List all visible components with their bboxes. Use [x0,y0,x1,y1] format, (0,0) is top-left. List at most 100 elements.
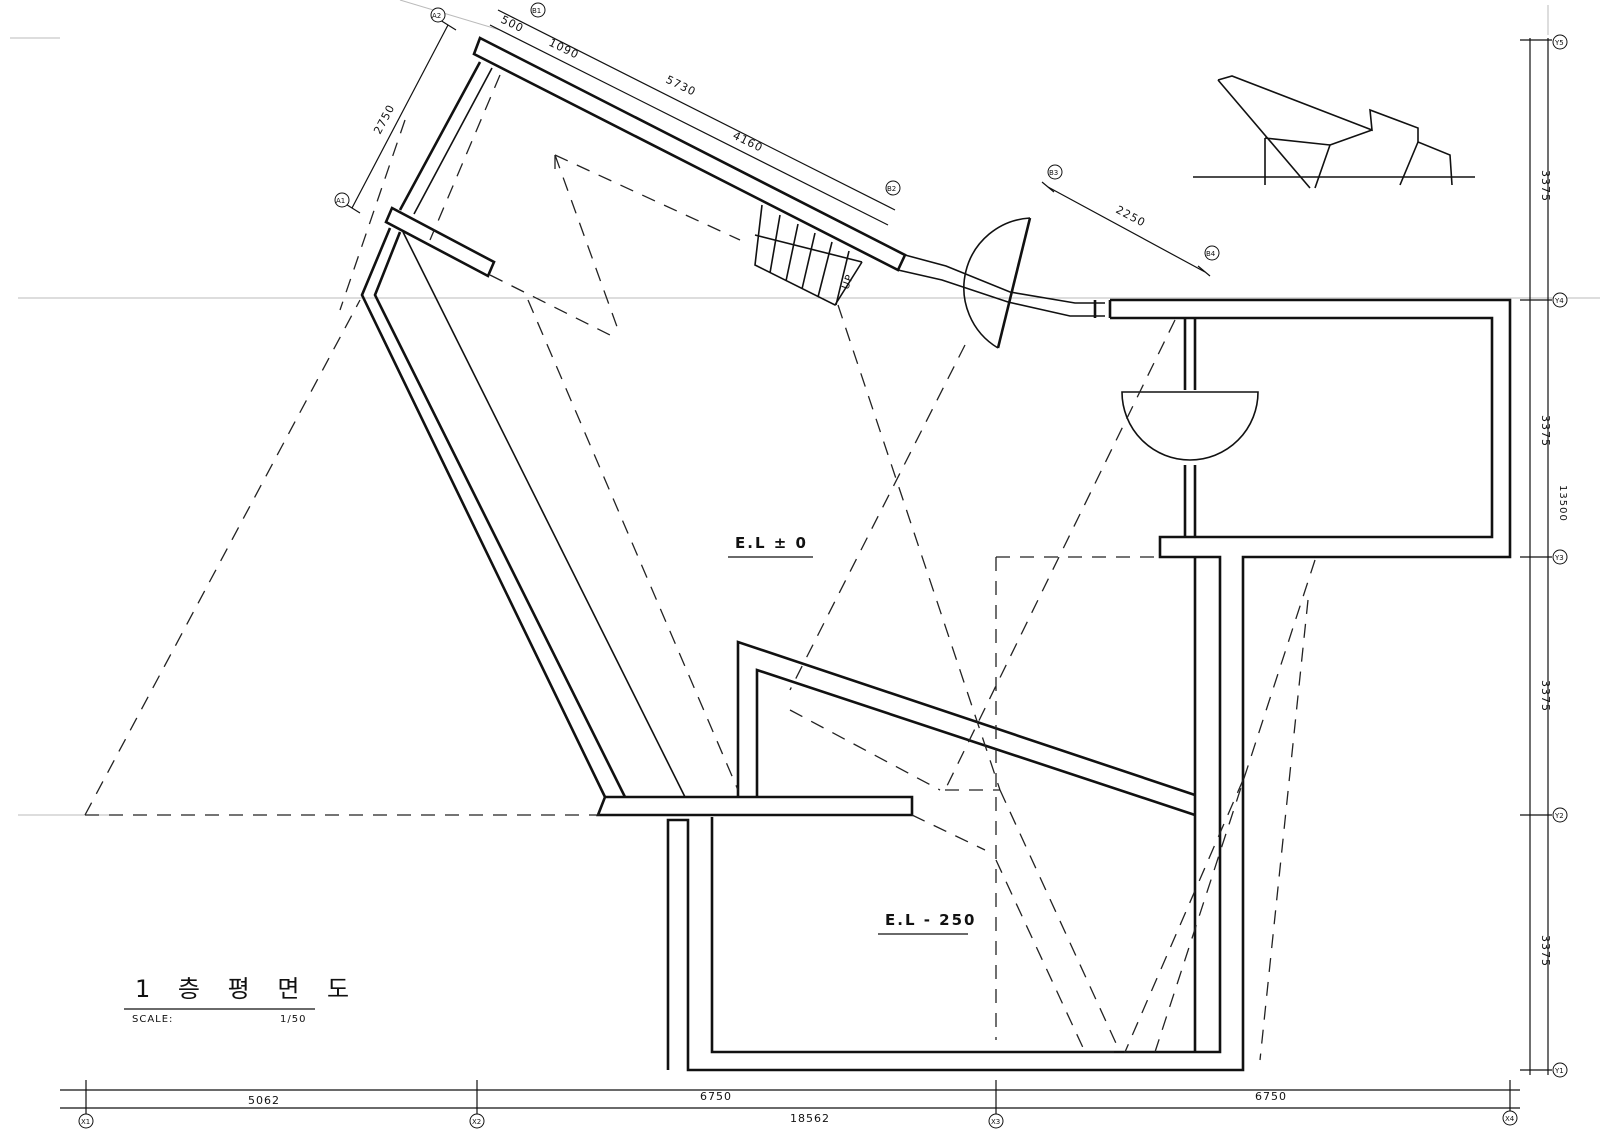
dim-top-3: 5730 [664,73,698,99]
grid-label-b3: B3 [1049,169,1058,177]
dash-line [999,789,1121,1053]
stair: UP [754,204,863,307]
wall-connector-bottom [897,269,1105,317]
wall-left-upper-outer [398,61,482,211]
dim-bottom-total: 18562 [790,1112,830,1125]
grid-label-x2: X2 [472,1118,481,1126]
grid-bubbles-top: A2 B1 A1 B2 B3 B4 [334,2,1220,261]
grid-label-a2: A2 [432,12,441,20]
dim-bottom-3: 6750 [1255,1090,1287,1103]
grid-label-a1: A1 [336,197,345,205]
wall-left-long-outer [360,227,607,798]
wall-left-thin-line [402,231,686,798]
drawing-title: 1 층 평 면 도 [135,975,359,1003]
grid-bubble [530,2,546,18]
wall-left-long-inner [373,231,627,798]
dash-line [1154,559,1316,1053]
door-leaf-top [996,217,1032,349]
dimension-left-diagonal: 2750 [343,19,457,214]
grid-bubble [430,7,446,23]
level-label-upper: E.L ± 0 [735,534,808,552]
wall-left-upper-inner [413,67,493,215]
massing-sketch [1193,75,1475,189]
dim-line [497,9,896,211]
dash-line [489,274,611,336]
dash-line [944,319,1176,791]
stair-tread [817,241,833,298]
grid-bubble [1552,807,1568,823]
overhead-dashed-lines [84,74,1316,1061]
dim-line [489,24,889,226]
wall-lower-diagonal-inner [755,668,1196,817]
dash-line [429,74,501,241]
dash-line [339,119,406,311]
dim-right-2: 3375 [1539,415,1552,447]
dash-line [554,154,741,241]
stair-tread [785,223,799,282]
grid-label-b1: B1 [532,7,541,15]
dash-line [995,859,1086,1053]
scale-label: SCALE: [132,1014,173,1025]
grid-bubble [1502,1110,1518,1126]
grid-bubble [988,1113,1004,1129]
wall-bottom-slab [596,795,914,817]
wall-connector-top [904,254,1105,304]
wall-lower-diagonal-outer [736,640,1196,797]
grid-label-y5: Y5 [1554,39,1564,47]
dash-line [1124,779,1244,1053]
sketch-edge [1217,79,1311,189]
sketch-edge [1314,129,1373,189]
dim-line [351,24,449,209]
dim-left-diag: 2750 [371,102,398,136]
dim-tick [439,19,457,31]
grid-label-y3: Y3 [1554,554,1564,562]
dash-line [1259,599,1309,1061]
dash-line [789,344,966,691]
grid-label-y2: Y2 [1554,812,1564,820]
grid-label-y4: Y4 [1554,297,1564,305]
grid-bubble [1552,34,1568,50]
grid-bubble [1204,245,1220,261]
dim-line [1047,186,1206,273]
stair-tread [801,232,816,290]
dim-right-4: 3375 [1539,935,1552,967]
dash-line [84,299,361,816]
dimension-mid-diagonal: 2250 [1041,181,1211,277]
dim-top-4: 4160 [731,129,765,155]
dim-right-total: 13500 [1557,485,1568,522]
stair-tread [835,250,850,306]
stair-outline [754,204,863,307]
grid-bubble [1047,164,1063,180]
grid-bubbles-right: Y5 Y4 Y3 Y2 Y1 [1552,34,1568,1078]
stair-up-label: UP [840,273,856,291]
stair-arrow [754,234,863,263]
grid-label-b4: B4 [1206,250,1216,258]
wall-right-room-inner [710,316,1494,1054]
dim-right-3: 3375 [1539,680,1552,712]
grid-bubble [469,1113,485,1129]
dim-right-1: 3375 [1539,170,1552,202]
grid-bubble [1552,549,1568,565]
grid-label-b2: B2 [887,185,896,193]
dim-top-2: 1090 [547,36,581,62]
dimension-top-diagonal: 500 1090 5730 4160 [489,9,896,226]
door-swing-arc-top [963,217,1031,349]
grid-bubble [334,192,350,208]
grid-bubble [885,180,901,196]
sheet-mark [399,0,501,31]
grid-label-x3: X3 [991,1118,1000,1126]
dimension-right: 3375 3375 3375 3375 13500 [1520,38,1568,1075]
dash-line [554,154,621,336]
stair-tread [769,214,781,274]
grid-bubble [1552,292,1568,308]
grid-label-x4: X4 [1505,1115,1515,1123]
grid-bubble [78,1113,94,1129]
sketch-edge [1399,141,1419,186]
dim-tick [1197,265,1211,277]
level-label-lower: E.L - 250 [885,911,976,929]
scale-value: 1/50 [280,1014,306,1025]
sketch-edge [1264,137,1331,146]
grid-label-y1: Y1 [1554,1067,1564,1075]
